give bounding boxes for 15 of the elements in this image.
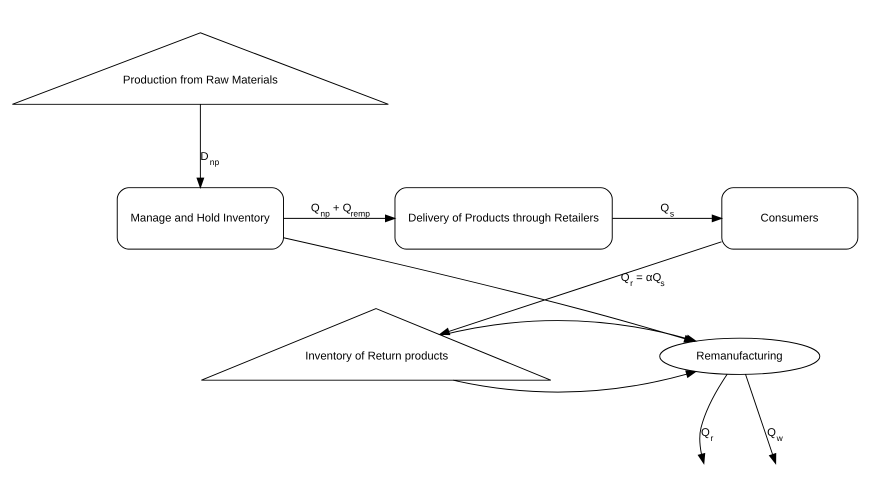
arrow: [612, 214, 724, 222]
node-box: Delivery of Products through Retailers: [394, 186, 613, 250]
edge-label: Q$_{s}$: [660, 202, 674, 218]
arrow: [698, 373, 728, 464]
arrow: [283, 214, 396, 222]
edge-label: D$_{np}$: [200, 150, 220, 166]
node-box: Manage and Hold Inventory: [116, 186, 284, 250]
edge-label: Q$_{r}$: [701, 426, 714, 442]
arrow: [196, 104, 204, 189]
edge-label: Q$_{w}$: [767, 426, 783, 442]
node-box: Consumers: [721, 186, 858, 250]
edge-label: Q$_{np}$ + Q$_{remp}$: [310, 202, 370, 218]
arrow: [452, 370, 698, 392]
node-ellipse: Remanufacturing: [659, 337, 820, 374]
arrow: [745, 373, 776, 464]
